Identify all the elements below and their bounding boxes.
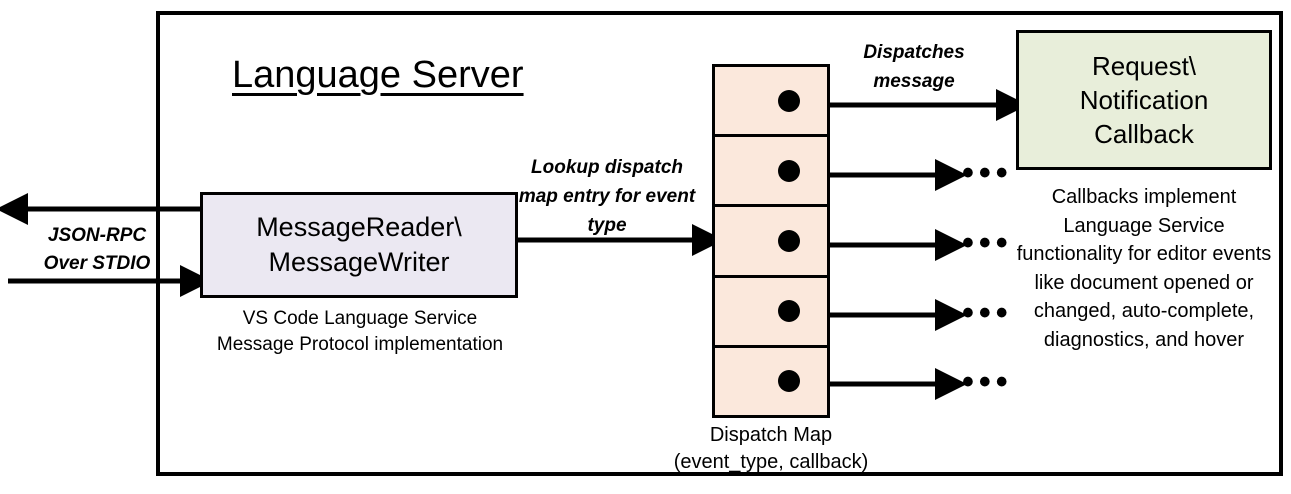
language-server-boundary	[156, 11, 1283, 476]
callback-label-line2: Notification	[1079, 85, 1209, 115]
message-reader-caption-line1: VS Code Language Service	[242, 308, 478, 329]
ellipsis-row-2: •••	[962, 154, 1013, 192]
ellipsis-row-4: •••	[962, 294, 1013, 332]
dispatch-entry-dot-icon	[778, 230, 800, 252]
message-reader-caption: VS Code Language Service Message Protoco…	[190, 306, 530, 358]
dispatch-entry-dot-icon	[778, 300, 800, 323]
callback-label-line3: Callback	[1094, 119, 1194, 149]
annotation-lookup-dispatch: Lookup dispatch map entry for event type	[518, 157, 696, 236]
ellipsis-row-5: •••	[962, 363, 1013, 401]
dispatch-map-row[interactable]	[715, 207, 827, 278]
annotation-transport: JSON-RPC Over STDIO	[32, 222, 162, 278]
request-notification-callback-box[interactable]: Request\ Notification Callback	[1016, 30, 1272, 170]
message-reader-label: MessageReader\	[256, 212, 462, 242]
dispatch-map-caption-line1: Dispatch Map	[709, 424, 833, 446]
dispatch-map-table[interactable]	[712, 64, 830, 418]
dispatch-map-row[interactable]	[715, 67, 827, 138]
dispatch-entry-dot-icon	[778, 370, 800, 393]
page-title: Language Server	[232, 54, 524, 96]
annotation-dispatches-message: Dispatches message	[863, 42, 965, 92]
callback-description: Callbacks implement Language Service fun…	[1016, 186, 1272, 351]
dispatch-map-caption: Dispatch Map (event_type, callback)	[636, 422, 906, 476]
ellipsis-row-3: •••	[962, 224, 1013, 262]
dispatch-map-caption-line2: (event_type, callback)	[673, 451, 869, 473]
message-reader-caption-line2: Message Protocol implementation	[216, 334, 504, 355]
dispatch-map-row[interactable]	[715, 348, 827, 415]
message-writer-label: MessageWriter	[268, 247, 450, 277]
dispatch-entry-dot-icon	[778, 159, 800, 182]
annotation-transport-line1: JSON-RPC	[47, 225, 147, 246]
message-reader-writer-box[interactable]: MessageReader\ MessageWriter	[200, 192, 518, 298]
callback-label-line1: Request\	[1091, 51, 1197, 81]
dispatch-map-row[interactable]	[715, 137, 827, 208]
annotation-transport-line2: Over STDIO	[43, 253, 151, 274]
dispatch-entry-dot-icon	[778, 89, 800, 112]
dispatch-map-row[interactable]	[715, 278, 827, 348]
